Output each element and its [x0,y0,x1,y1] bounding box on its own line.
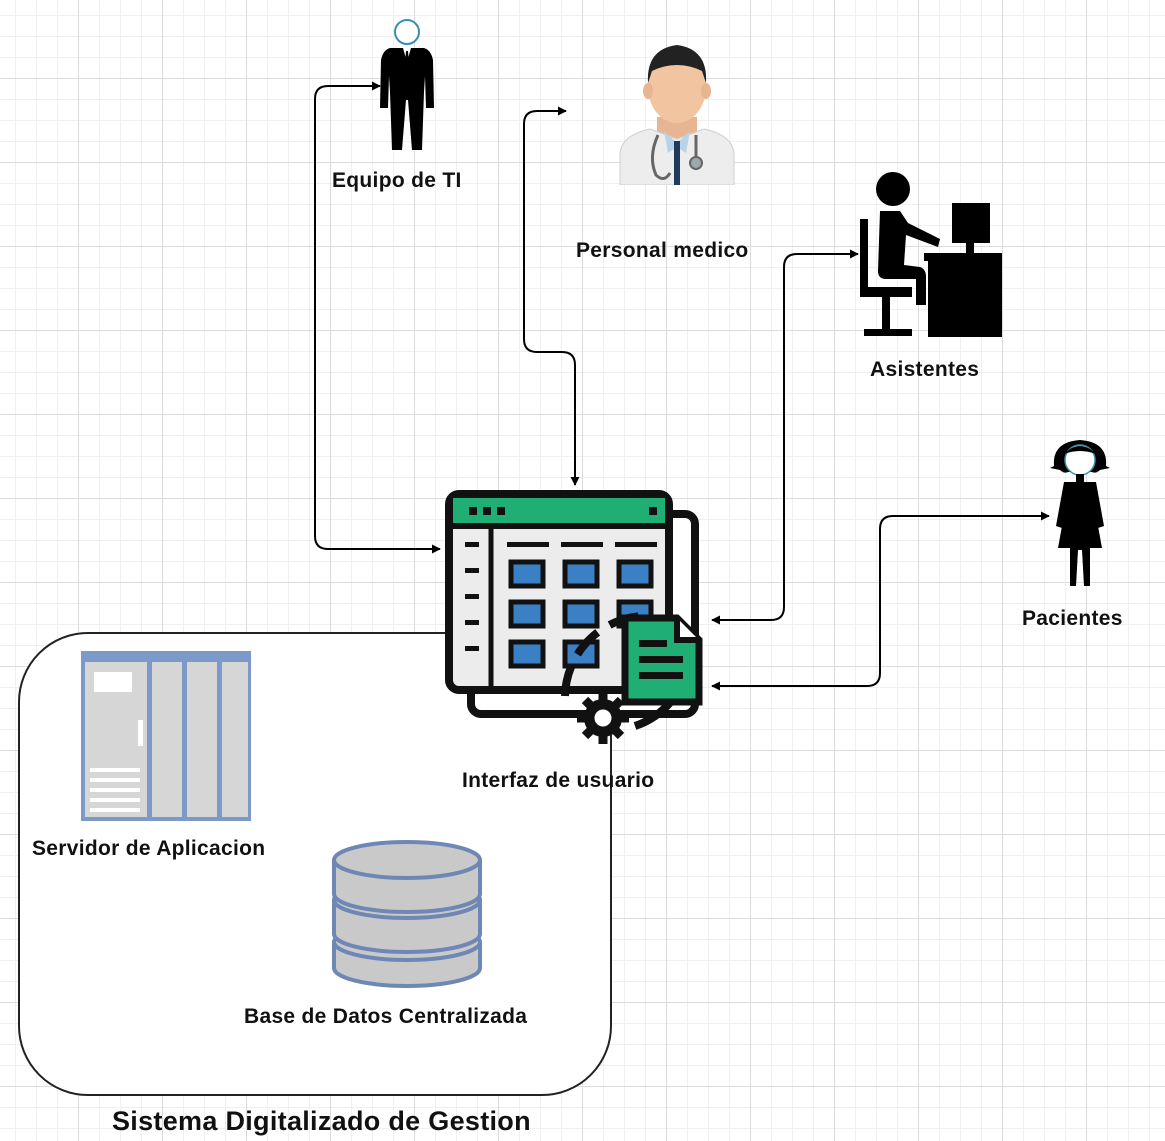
user-interface-label: Interfaz de usuario [462,769,655,792]
connector-patients-to-ui [711,511,1050,691]
woman-icon [1046,438,1114,593]
database-icon [330,838,484,995]
server-rack-icon [80,650,252,827]
desk-worker-icon [858,165,1006,348]
system-title: Sistema Digitalizado de Gestion [112,1106,531,1136]
businessman-icon [378,18,436,158]
connector-assistants-to-ui [711,249,859,625]
assistants-label: Asistentes [870,358,980,381]
doctor-icon [610,35,745,190]
app-server-label: Servidor de Aplicacion [32,837,266,860]
connector-medical-to-ui [523,106,580,486]
medical-staff-label: Personal medico [576,239,749,262]
dashboard-settings-icon [445,490,705,750]
connector-it-to-ui [314,81,441,554]
patients-label: Pacientes [1022,607,1123,630]
it-team-label: Equipo de TI [332,169,462,192]
database-label: Base de Datos Centralizada [244,1005,528,1028]
